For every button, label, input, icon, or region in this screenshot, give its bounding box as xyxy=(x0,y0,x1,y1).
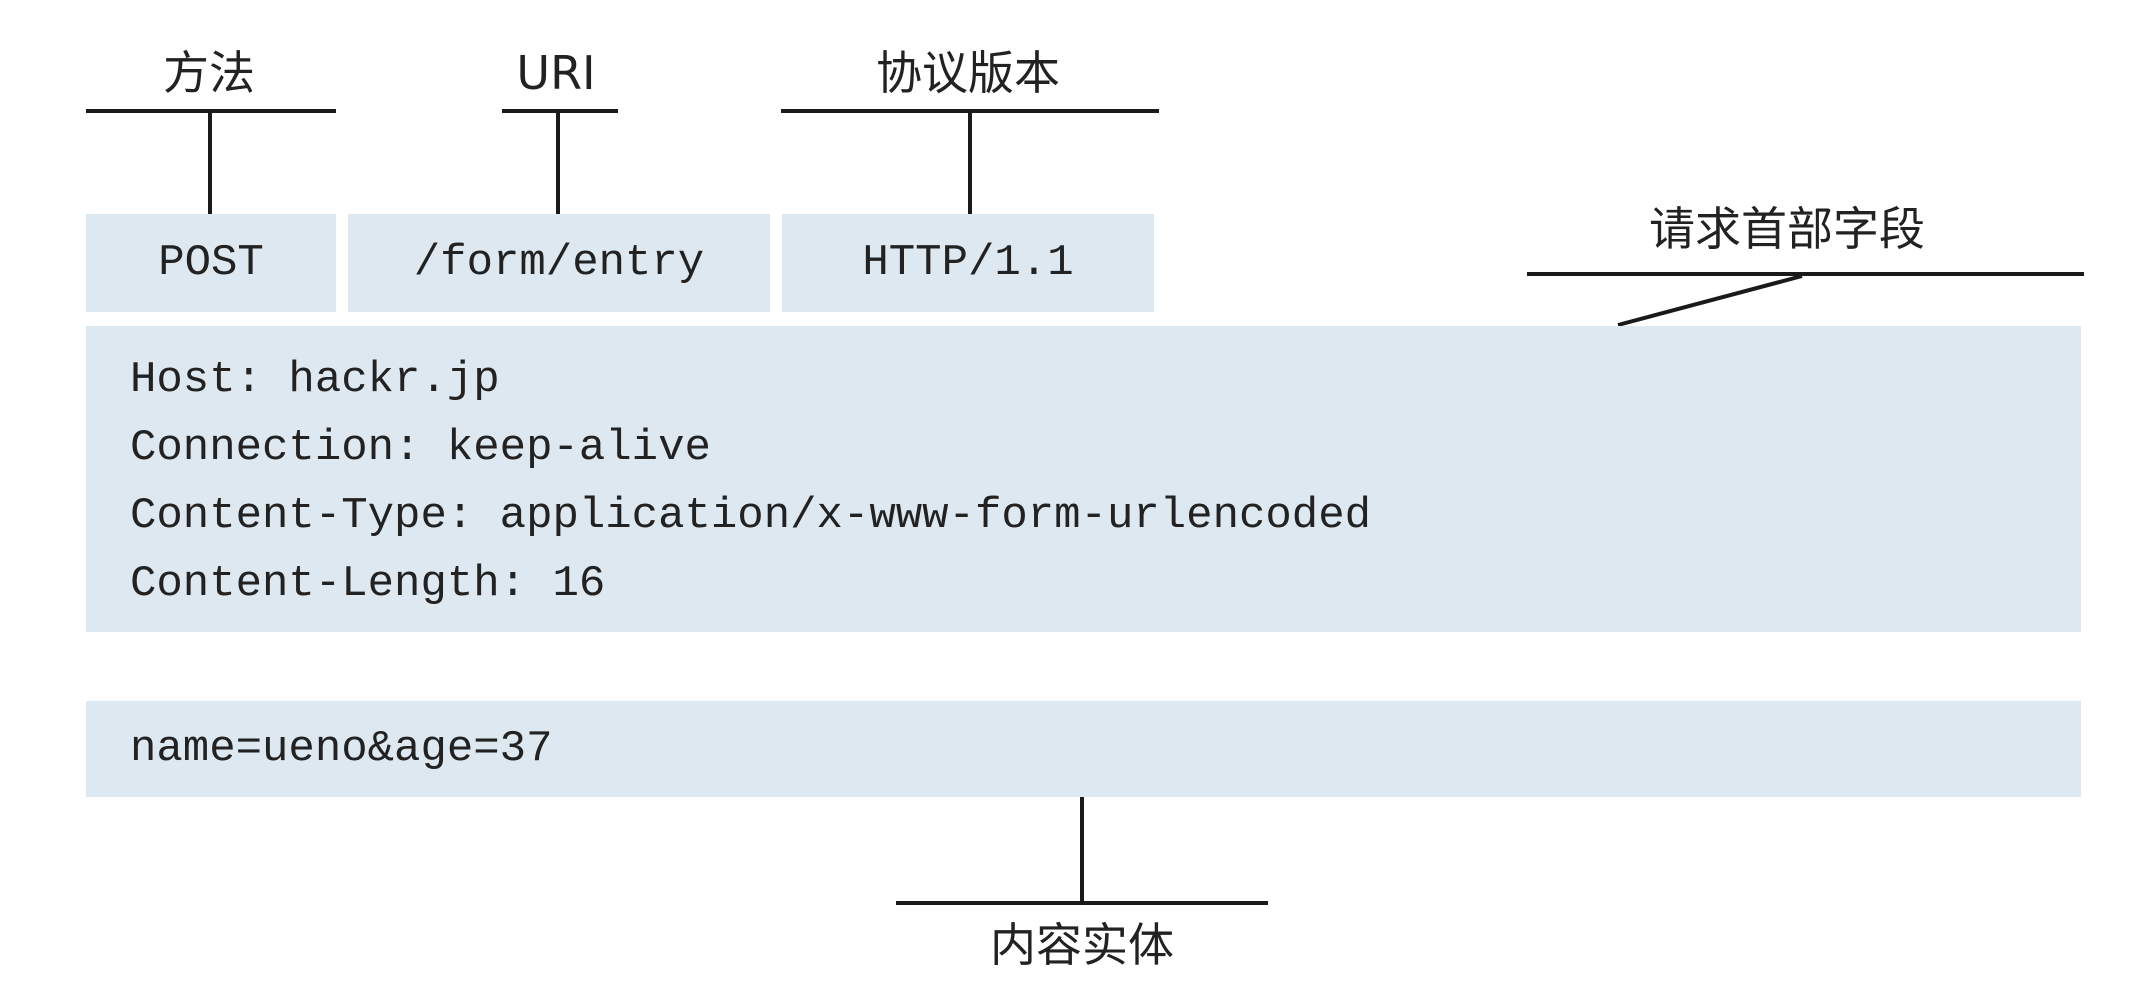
header-line: Content-Length: 16 xyxy=(130,559,606,609)
body-value: name=ueno&age=37 xyxy=(130,724,553,774)
uri-bracket-line xyxy=(502,109,618,113)
version-box: HTTP/1.1 xyxy=(782,214,1154,312)
method-value: POST xyxy=(158,238,264,288)
header-bracket-line xyxy=(1527,272,2084,276)
header-line: Content-Type: application/x-www-form-url… xyxy=(130,491,1372,541)
uri-label: URI xyxy=(516,46,596,100)
header-pointer-stroke xyxy=(1617,274,1803,327)
uri-box: /form/entry xyxy=(348,214,770,312)
entity-bracket-line xyxy=(896,901,1268,905)
method-connector-line xyxy=(208,111,212,214)
method-label: 方法 xyxy=(163,46,255,100)
entity-body-label: 内容实体 xyxy=(990,918,1174,972)
header-line: Connection: keep-alive xyxy=(130,423,711,473)
header-line: Host: hackr.jp xyxy=(130,355,500,405)
version-label: 协议版本 xyxy=(876,46,1060,100)
method-box: POST xyxy=(86,214,336,312)
version-connector-line xyxy=(968,111,972,214)
body-box: name=ueno&age=37 xyxy=(86,701,2081,797)
request-header-fields-label: 请求首部字段 xyxy=(1649,202,1925,256)
entity-connector-line xyxy=(1080,797,1084,901)
uri-value: /form/entry xyxy=(413,238,705,288)
uri-connector-line xyxy=(556,111,560,214)
version-value: HTTP/1.1 xyxy=(862,238,1074,288)
